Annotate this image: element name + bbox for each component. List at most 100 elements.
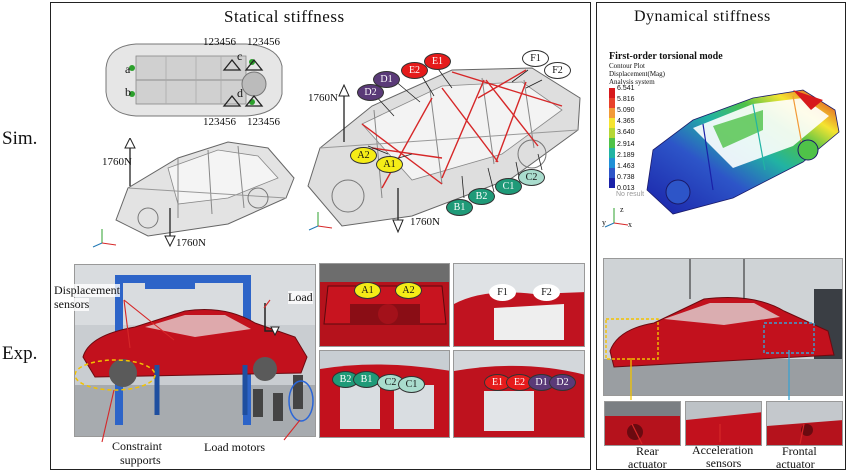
label-displacement-sensors-line1: Displacement [54, 283, 120, 297]
support-point-b: b [125, 85, 131, 99]
support-point-d: d [237, 86, 243, 100]
dynamic-leader-lines [630, 350, 790, 400]
load-arrow-up-small [124, 138, 136, 186]
axis-z-label: z [620, 205, 624, 214]
chassis-top-view [96, 38, 286, 120]
point-e1: E1 [424, 53, 451, 70]
body-in-white-iso-large [302, 58, 588, 234]
inset-photo-rear-a [319, 263, 450, 347]
point-b1: B1 [446, 199, 473, 216]
support-number-bottom-left: 123456 [203, 116, 236, 128]
contour-subtitle-2: Displacement(Mag) [609, 70, 665, 78]
load-arrow-up-large [338, 84, 350, 142]
exp-row-label: Exp. [2, 343, 38, 364]
label-load: Load [288, 290, 313, 304]
torsional-mode-contour-body [643, 70, 843, 220]
support-number-bottom-right: 123456 [247, 116, 280, 128]
point-c2: C2 [518, 169, 545, 186]
point-b2: B2 [468, 188, 495, 205]
dynamic-test-photo [603, 258, 843, 396]
rear-actuator-photo [604, 401, 681, 446]
legend-swatch [609, 88, 615, 98]
label-rear-actuator-line1: Rear [636, 444, 659, 458]
support-point-c: c [237, 49, 243, 63]
body-in-white-iso-small [108, 128, 298, 240]
load-label-large-up: 1760N [308, 92, 338, 104]
point-a1: A1 [376, 156, 403, 173]
inset-photo-side-de [453, 350, 585, 438]
inset-point-d2: D2 [549, 374, 576, 391]
dynamical-title: Dynamical stiffness [634, 8, 771, 25]
legend-swatch [609, 108, 615, 118]
support-number-top-right: 123456 [247, 36, 280, 48]
inset-point-c1: C1 [398, 376, 425, 393]
inset-point-e2: E2 [506, 374, 533, 391]
load-label-small-up: 1760N [102, 156, 132, 168]
legend-swatch [609, 148, 615, 158]
label-rear-actuator-line2: actuator [628, 457, 667, 471]
point-d2: D2 [357, 84, 384, 101]
legend-value: 3.640 [617, 129, 635, 137]
label-frontal-actuator-line2: actuator [776, 457, 815, 471]
load-arrow-down-large [392, 188, 404, 234]
load-label-small-down: 1760N [176, 237, 206, 249]
axis-y-label: y [602, 218, 606, 227]
contour-no-result: No result [616, 191, 645, 198]
support-point-a: a [125, 62, 131, 76]
acceleration-sensors-photo [685, 401, 762, 446]
point-d1: D1 [373, 71, 400, 88]
inset-point-a2: A2 [395, 282, 422, 299]
legend-swatch [609, 98, 615, 108]
legend-swatch [609, 128, 615, 138]
inset-point-b1: B1 [353, 371, 380, 388]
frontal-actuator-photo [766, 401, 843, 446]
sim-row-label: Sim. [2, 128, 38, 149]
inset-point-d1: D1 [528, 374, 555, 391]
label-acceleration-sensors-line2: sensors [706, 456, 742, 470]
point-f2: F2 [544, 62, 571, 79]
axis-x-label: x [628, 220, 632, 229]
dynamical-stiffness-panel [596, 2, 846, 470]
legend-swatch [609, 138, 615, 148]
legend-swatch [609, 158, 615, 168]
legend-value: 5.090 [617, 107, 635, 115]
inset-point-a1: A1 [354, 282, 381, 299]
contour-title: First-order torsional mode [609, 51, 723, 62]
inset-photo-side-bc [319, 350, 450, 438]
support-number-top-left: 123456 [203, 36, 236, 48]
statical-title: Statical stiffness [224, 7, 345, 26]
contour-legend-bar [609, 88, 615, 188]
legend-value: 6.541 [617, 85, 635, 92]
dynamic-small-leader-lines [631, 423, 805, 445]
legend-value: 2.914 [617, 140, 635, 148]
point-e2: E2 [401, 62, 428, 79]
label-constraint-supports-line1: Constraint [112, 439, 162, 453]
legend-value: 1.463 [617, 162, 635, 170]
label-acceleration-sensors-line1: Acceleration [692, 443, 754, 457]
label-load-motors: Load motors [204, 440, 265, 454]
statical-stiffness-panel [50, 2, 591, 470]
legend-value: 2.189 [617, 151, 635, 159]
legend-value: 0.738 [617, 173, 635, 181]
contour-subtitle-3: Analysis system [609, 78, 655, 86]
legend-swatch [609, 118, 615, 128]
label-frontal-actuator-line1: Frontal [782, 444, 817, 458]
point-c1: C1 [495, 178, 522, 195]
inset-point-f1: F1 [489, 284, 516, 301]
axis-triad-large [308, 212, 333, 231]
load-label-large-down: 1760N [410, 216, 440, 228]
label-constraint-supports-line2: supports [120, 453, 161, 467]
legend-value: 0.013 [617, 185, 635, 192]
load-arrow-down-small [164, 208, 176, 248]
axis-triad-dynamic [604, 208, 629, 228]
axis-triad-small [92, 229, 117, 248]
label-displacement-sensors-line2: sensors [54, 297, 90, 311]
contour-subtitle-1: Contour Plot [609, 62, 645, 70]
point-f1: F1 [522, 50, 549, 67]
inset-photo-rear-f [453, 263, 585, 347]
legend-value: 5.816 [617, 96, 635, 104]
point-a2: A2 [350, 147, 377, 164]
legend-swatch [609, 168, 615, 178]
inset-point-f2: F2 [533, 284, 560, 301]
exp-static-leader-lines [101, 299, 301, 443]
